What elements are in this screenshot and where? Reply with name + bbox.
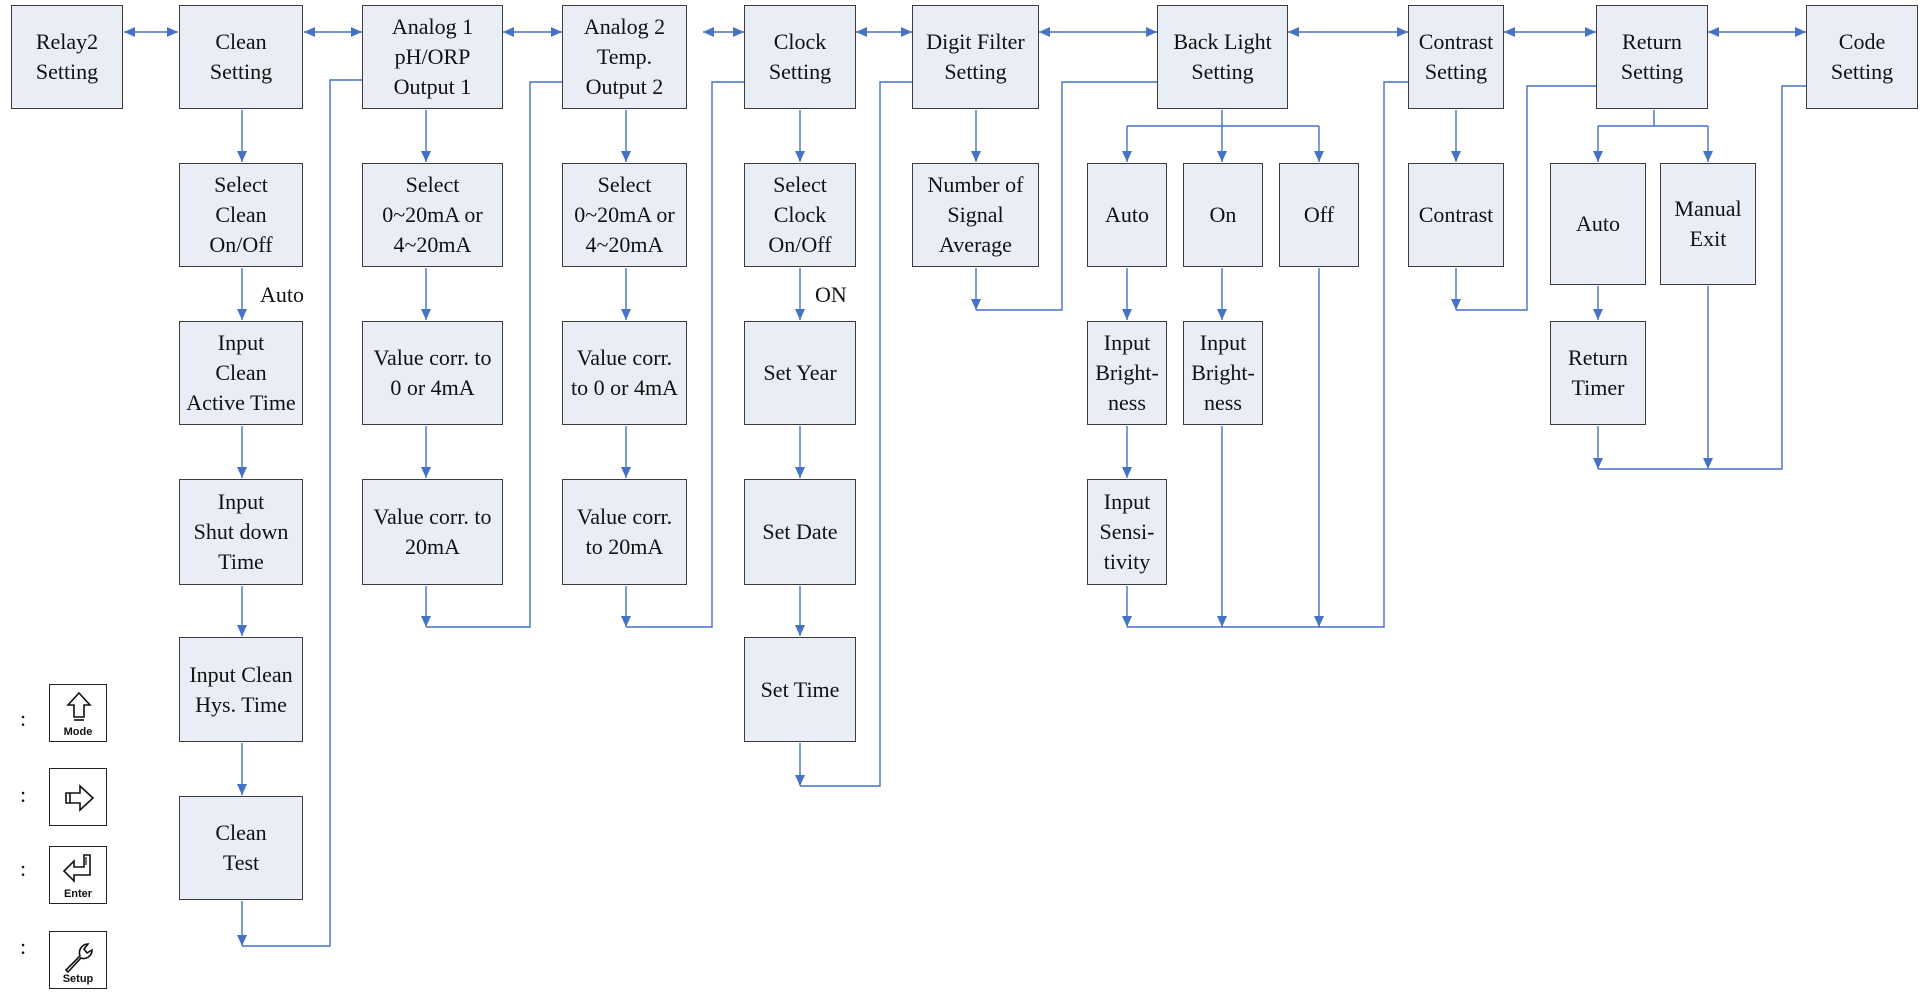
analog2-box: Analog 2 Temp. Output 2 bbox=[562, 5, 687, 109]
input-clean-active-time-box: Input Clean Active Time bbox=[179, 321, 303, 425]
right-arrow-icon bbox=[65, 784, 95, 812]
legend-colon: : bbox=[20, 706, 27, 731]
wrench-icon bbox=[64, 943, 93, 974]
backlight-on-box: On bbox=[1183, 163, 1263, 267]
return-setting-box: Return Setting bbox=[1596, 5, 1708, 109]
backlight-off-box: Off bbox=[1279, 163, 1359, 267]
analog1-value-low-box: Value corr. to 0 or 4mA bbox=[362, 321, 503, 425]
select-clean-onoff-box: Select Clean On/Off bbox=[179, 163, 303, 267]
on-input-brightness-box: Input Bright- ness bbox=[1183, 321, 1263, 425]
auto-input-brightness-box: Input Bright- ness bbox=[1087, 321, 1167, 425]
setup-key: Setup bbox=[49, 931, 107, 989]
digit-filter-setting-box: Digit Filter Setting bbox=[912, 5, 1039, 109]
analog1-box: Analog 1 pH/ORP Output 1 bbox=[362, 5, 503, 109]
clean-setting-box: Clean Setting bbox=[179, 5, 303, 109]
clock-on-label: ON bbox=[815, 282, 847, 307]
contrast-setting-box: Contrast Setting bbox=[1408, 5, 1504, 109]
legend-colon: : bbox=[20, 856, 27, 881]
enter-key-label: Enter bbox=[63, 888, 93, 900]
set-time-box: Set Time bbox=[744, 637, 856, 742]
return-auto-box: Auto bbox=[1550, 163, 1646, 285]
legend-colon: : bbox=[20, 934, 27, 959]
clean-auto-label: Auto bbox=[260, 282, 304, 307]
up-arrow-icon bbox=[66, 691, 92, 721]
analog2-value-20ma-box: Value corr. to 20mA bbox=[562, 479, 687, 585]
manual-exit-box: Manual Exit bbox=[1660, 163, 1756, 285]
legend-colon: : bbox=[20, 782, 27, 807]
clock-setting-box: Clock Setting bbox=[744, 5, 856, 109]
enter-return-icon bbox=[62, 854, 91, 883]
contrast-box: Contrast bbox=[1408, 163, 1504, 267]
clean-test-box: Clean Test bbox=[179, 796, 303, 900]
input-clean-hys-time-box: Input Clean Hys. Time bbox=[179, 637, 303, 742]
setup-key-label: Setup bbox=[62, 973, 94, 985]
relay2-setting-box: Relay2 Setting bbox=[11, 5, 123, 109]
code-setting-box: Code Setting bbox=[1806, 5, 1918, 109]
input-sensitivity-box: Input Sensi- tivity bbox=[1087, 479, 1167, 585]
backlight-auto-box: Auto bbox=[1087, 163, 1167, 267]
input-shutdown-time-box: Input Shut down Time bbox=[179, 479, 303, 585]
analog1-select-range-box: Select 0~20mA or 4~20mA bbox=[362, 163, 503, 267]
analog1-value-20ma-box: Value corr. to 20mA bbox=[362, 479, 503, 585]
signal-average-box: Number of Signal Average bbox=[912, 163, 1039, 267]
enter-key: Enter bbox=[49, 846, 107, 904]
back-light-setting-box: Back Light Setting bbox=[1157, 5, 1288, 109]
mode-key-label: Mode bbox=[63, 726, 93, 738]
analog2-select-range-box: Select 0~20mA or 4~20mA bbox=[562, 163, 687, 267]
select-clock-onoff-box: Select Clock On/Off bbox=[744, 163, 856, 267]
return-timer-box: Return Timer bbox=[1550, 321, 1646, 425]
set-date-box: Set Date bbox=[744, 479, 856, 585]
analog2-value-low-box: Value corr. to 0 or 4mA bbox=[562, 321, 687, 425]
right-key bbox=[49, 768, 107, 826]
mode-key: Mode bbox=[49, 684, 107, 742]
set-year-box: Set Year bbox=[744, 321, 856, 425]
